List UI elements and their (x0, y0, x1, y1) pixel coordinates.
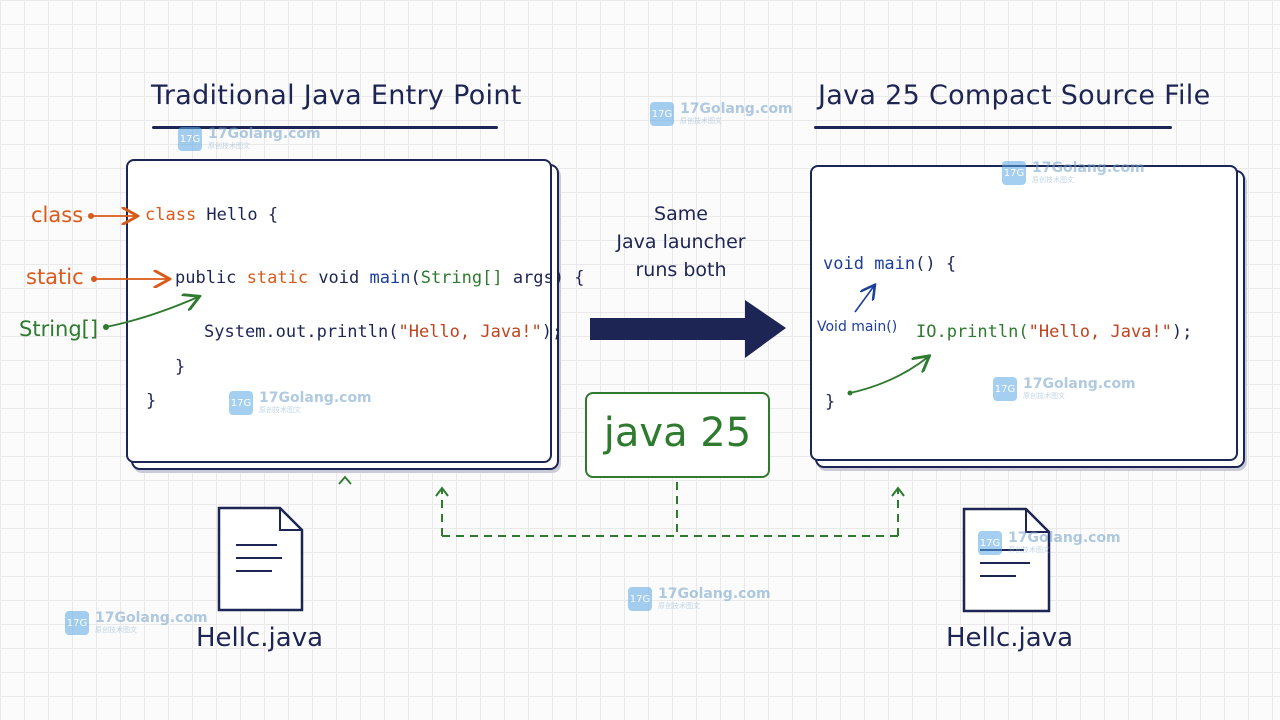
main-method-compact: main (874, 254, 916, 274)
left-filename: Hellc.java (196, 623, 324, 653)
static-keyword: static (246, 268, 309, 288)
caption-line-3: runs both (635, 259, 727, 281)
caption-line-1: Same (654, 203, 708, 225)
left-code-line-3: System.out.println("Hello, Java!"); (204, 322, 562, 342)
void-main-pointer-arrow (854, 286, 874, 313)
static-annotation-label: static (26, 265, 84, 289)
java-25-badge: java 25 (585, 392, 770, 478)
string-array-pointer-arrow (103, 297, 198, 330)
left-code-line-1: class Hello { (145, 205, 278, 225)
left-code-line-2: public static void main(String[] args) { (175, 268, 584, 288)
hello-string: "Hello, Java!" (398, 322, 542, 342)
public-keyword: public (175, 268, 247, 288)
main-parens: () { (915, 254, 957, 274)
left-title-underline (152, 126, 498, 129)
void-main-annotation-label: Void main() (817, 319, 898, 335)
right-code-line-3: } (825, 392, 836, 412)
right-title: Java 25 Compact Source File (818, 80, 1211, 111)
left-title: Traditional Java Entry Point (151, 80, 522, 111)
right-filename: Hellc.java (946, 623, 1074, 653)
args-param: args) { (502, 268, 585, 288)
void-keyword-compact: void (823, 254, 875, 274)
right-file-icon (962, 507, 1051, 613)
class-annotation-label: class (31, 203, 84, 227)
watermark-logo-icon: 17G (978, 531, 1002, 555)
java-25-dashed-connectors (435, 482, 905, 537)
class-pointer-arrow (88, 213, 136, 219)
watermark-logo-icon: 17G (65, 611, 89, 635)
watermark-logo-icon: 17G (229, 391, 253, 415)
watermark-logo-icon: 17G (628, 587, 652, 611)
class-name: Hello { (196, 205, 279, 225)
watermark-logo-icon: 17G (1002, 161, 1026, 185)
paren: ( (410, 268, 421, 288)
center-big-arrow (590, 300, 786, 358)
left-code-line-5: } (146, 391, 157, 411)
left-file-icon (217, 506, 304, 612)
right-code-line-2: IO.println("Hello, Java!"); (916, 322, 1192, 342)
launcher-caption: Same Java launcher runs both (596, 200, 766, 284)
call-end: ); (541, 322, 563, 342)
caption-line-2: Java launcher (616, 231, 746, 253)
watermark-logo-icon: 17G (993, 377, 1017, 401)
println-call: System.out.println( (204, 322, 399, 342)
hello-string-compact: "Hello, Java!" (1028, 322, 1172, 342)
call-end-compact: ); (1171, 322, 1193, 342)
void-keyword: void (308, 268, 370, 288)
io-println-pointer-arrow (847, 357, 929, 396)
left-code-line-4: } (175, 357, 186, 377)
io-println-call: IO.println( (916, 322, 1029, 342)
main-method: main (369, 268, 411, 288)
left-card-up-arrow (338, 475, 352, 485)
string-array-type: String[] (420, 268, 503, 288)
string-array-annotation-label: String[] (19, 317, 99, 341)
right-code-line-1: void main() { (823, 254, 956, 274)
watermark-logo-icon: 17G (650, 102, 674, 126)
watermark-logo-icon: 17G (178, 127, 202, 151)
static-pointer-arrow (91, 276, 168, 282)
right-title-underline (814, 126, 1172, 129)
class-keyword: class (145, 205, 197, 225)
